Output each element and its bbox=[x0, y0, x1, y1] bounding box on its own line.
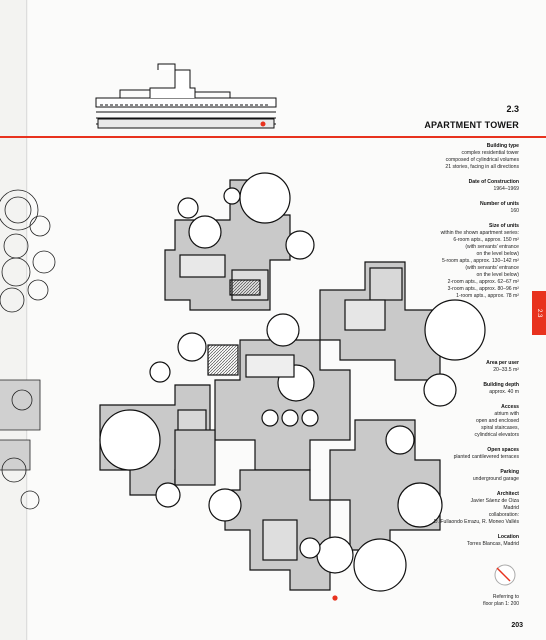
info-value: 21 stories, facing in all directions bbox=[445, 164, 519, 170]
info-value: (with servants' entrance bbox=[465, 244, 519, 250]
section-tab-label: 2.3 bbox=[536, 308, 542, 318]
info-value: 20–33.5 m² bbox=[493, 367, 519, 373]
info-value: planted cantilevered terraces bbox=[453, 454, 519, 460]
info-label: Open spaces bbox=[487, 447, 519, 453]
page-header: 2.3 APARTMENT TOWER bbox=[424, 104, 519, 130]
info-label: Building depth bbox=[483, 382, 519, 388]
section-number: 2.3 bbox=[506, 104, 519, 114]
scale-caption-line: Referring to bbox=[492, 594, 519, 600]
red-section-rule bbox=[0, 136, 546, 138]
info-label: Parking bbox=[500, 469, 519, 475]
info-value: collaboration: bbox=[488, 512, 519, 518]
info-value: 3-room apts., approx. 80–96 m² bbox=[447, 286, 519, 292]
info-value: within the shown apartment series: bbox=[440, 230, 519, 236]
info-label: Number of units bbox=[479, 201, 519, 207]
apartment-floor-plan bbox=[99, 172, 486, 601]
info-value: underground garage bbox=[472, 476, 519, 482]
page-title: APARTMENT TOWER bbox=[424, 120, 519, 130]
facing-page-plan-fragment bbox=[0, 189, 56, 510]
info-value: 6-room apts., approx. 150 m² bbox=[453, 237, 519, 243]
info-value: Javier Sáenz de Oiza bbox=[470, 498, 519, 504]
info-value: D. Fullaondo Errazu, R. Moneo Vallés bbox=[433, 519, 519, 525]
section-tab: 2.3 bbox=[532, 291, 546, 335]
info-value: on the level below) bbox=[476, 272, 519, 278]
info-value: approx. 40 m bbox=[489, 389, 519, 395]
scale-caption: Referring to floor plan 1: 200 bbox=[483, 594, 519, 608]
info-label: Access bbox=[501, 404, 519, 410]
info-value: on the level below) bbox=[476, 251, 519, 257]
info-label: Location bbox=[497, 534, 519, 540]
info-value: Madrid bbox=[503, 505, 519, 511]
info-value: 160 bbox=[510, 208, 520, 214]
scale-indicator bbox=[494, 564, 516, 586]
info-value: atrium with bbox=[494, 411, 519, 417]
info-label: Date of Construction bbox=[468, 179, 519, 185]
page-number: 203 bbox=[511, 622, 523, 629]
info-label: Size of units bbox=[489, 223, 519, 229]
info-value: cylindrical elevators bbox=[474, 432, 519, 438]
info-label: Building type bbox=[486, 143, 519, 149]
info-value: 5-room apts., approx. 130–142 m² bbox=[441, 258, 519, 264]
facing-page-edge bbox=[0, 0, 28, 640]
scale-caption-line: floor plan 1: 200 bbox=[483, 601, 519, 607]
info-value: 2-room apts., approx. 62–67 m² bbox=[447, 279, 519, 285]
info-value: 1964–1969 bbox=[493, 186, 520, 192]
info-value: complex residential tower bbox=[461, 150, 519, 156]
info-label: Architect bbox=[496, 491, 519, 497]
page-gutter bbox=[26, 0, 27, 640]
info-value: open and enclosed bbox=[475, 418, 519, 424]
info-value: composed of cylindrical volumes bbox=[445, 157, 519, 163]
info-value: Torres Blancas, Madrid bbox=[466, 541, 519, 547]
info-value: 1-room apts., approx. 78 m² bbox=[456, 293, 519, 299]
info-value: (with servants' entrance bbox=[465, 265, 519, 271]
section-elevation-drawing bbox=[95, 63, 277, 129]
info-value: spiral staircases, bbox=[481, 425, 519, 431]
info-label: Area per user bbox=[486, 360, 519, 366]
